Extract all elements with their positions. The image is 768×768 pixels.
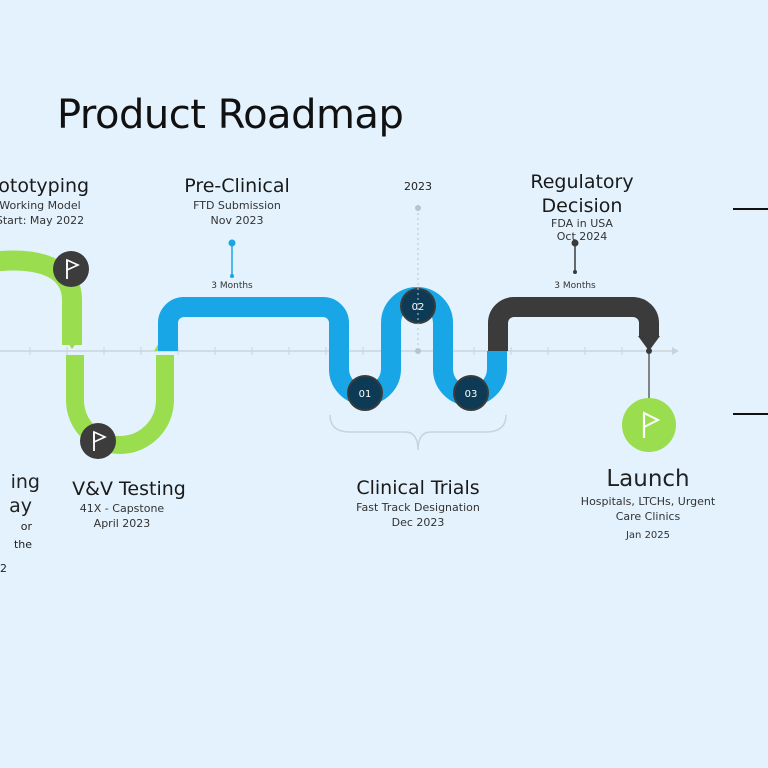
left-edge-line3: or the (13, 520, 32, 551)
left-edge-line4: 2 (0, 562, 7, 575)
regulatory-duration: 3 Months (554, 281, 596, 291)
timeline-axis-arrow (672, 347, 679, 355)
milestone-left-edge: ing ay or the 2 (0, 470, 40, 584)
regulatory-title-1: Regulatory (530, 171, 634, 193)
clinical-trials-sub2: Dec 2023 (391, 516, 445, 529)
prototyping-sub1: Working Model (0, 199, 81, 212)
left-edge-line1: ing (10, 471, 40, 493)
clinical-trials-sub1: Fast Track Designation (356, 501, 480, 514)
pre-clinical-sub1: FTD Submission (193, 199, 281, 212)
milestone-regulatory: Regulatory Decision FDA in USA Oct 2024 (530, 170, 633, 244)
green-road-arrow (63, 335, 82, 349)
phase-label-03: 03 (465, 389, 478, 400)
launch-sub1: Hospitals, LTCHs, Urgent (580, 495, 716, 508)
prototyping-sub2: Start: May 2022 (0, 214, 85, 227)
phase-marker-01 (347, 375, 383, 411)
phase-marker-03 (453, 375, 489, 411)
launch-sub2: Care Clinics (615, 510, 681, 523)
flag-icon (622, 398, 676, 452)
milestone-vv-testing: V&V Testing 41X - Capstone April 2023 (72, 477, 186, 531)
blue-road (158, 287, 507, 406)
vv-testing-sub1: 41X - Capstone (79, 502, 165, 515)
green-road-u (66, 355, 174, 454)
milestone-prototyping: rototyping Working Model Start: May 2022 (0, 174, 89, 228)
left-edge-line2: ay (9, 495, 32, 517)
regulatory-sub1: FDA in USA (551, 217, 613, 230)
launch-title: Launch (606, 466, 690, 492)
flag-icon (53, 251, 89, 287)
right-divider-top (733, 208, 768, 210)
pre-clinical-title: Pre-Clinical (184, 175, 290, 197)
dark-road-arrow (638, 336, 660, 351)
page-title: Product Roadmap (57, 92, 404, 138)
vv-testing-title: V&V Testing (72, 478, 186, 500)
regulatory-title-2: Decision (541, 195, 623, 217)
right-divider-bottom (733, 413, 768, 415)
milestone-clinical-trials: Clinical Trials Fast Track Designation D… (356, 476, 480, 530)
pre-clinical-duration: 3 Months (211, 281, 253, 291)
timeline-ticks (29, 347, 623, 355)
preclinical-pin (228, 239, 236, 247)
launch-sub3: Jan 2025 (625, 530, 671, 541)
milestone-pre-clinical: Pre-Clinical FTD Submission Nov 2023 (184, 174, 290, 228)
clinical-trials-title: Clinical Trials (356, 477, 480, 499)
phase-label-02: 02 (412, 302, 425, 313)
regulatory-sub2: Oct 2024 (556, 230, 608, 243)
vv-testing-sub2: April 2023 (93, 517, 151, 530)
regulatory-pin (571, 239, 579, 247)
dark-road (488, 297, 659, 351)
year-marker-label: 2023 (404, 180, 432, 193)
clinical-trials-bracket (329, 414, 507, 451)
flag-icon (80, 423, 116, 459)
phase-label-01: 01 (359, 389, 372, 400)
pre-clinical-sub2: Nov 2023 (210, 214, 264, 227)
milestone-launch: Launch Hospitals, LTCHs, Urgent Care Cli… (581, 464, 715, 543)
prototyping-title: rototyping (0, 175, 90, 197)
